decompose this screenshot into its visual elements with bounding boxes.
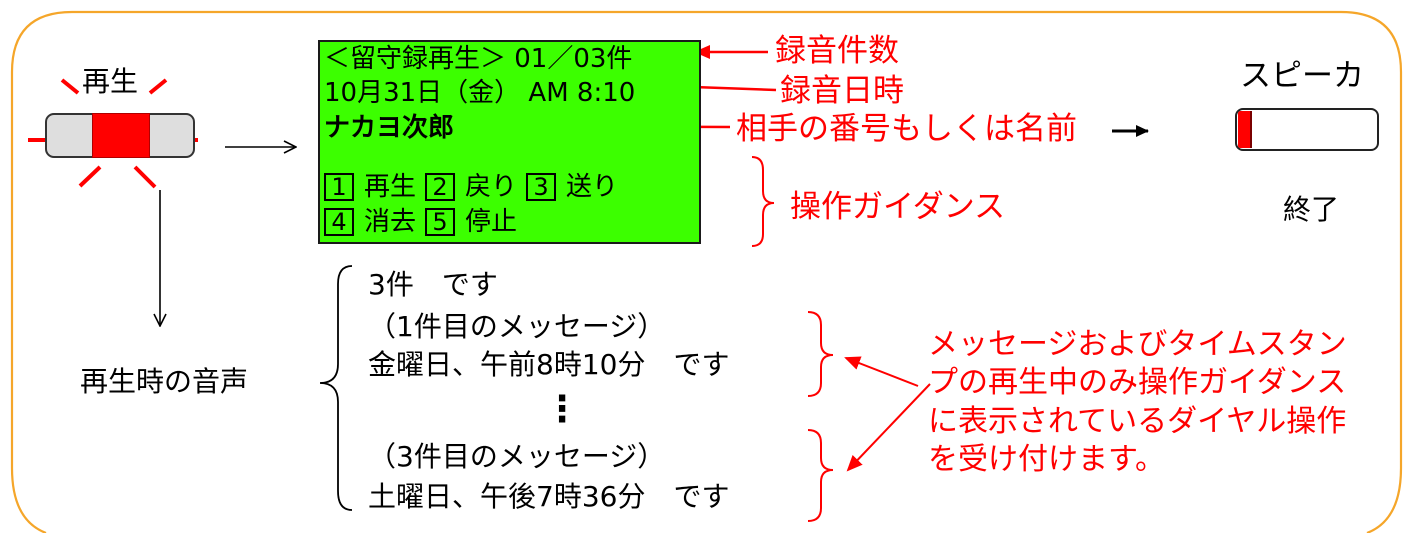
annotation-datetime: 録音日時 (780, 73, 904, 109)
lcd-guidance-row-1: 1 再生 2 戻り 3 送り (324, 173, 627, 201)
announcement-ellipsis: ⋮ (544, 389, 580, 430)
lcd-key-label: 再生 (364, 172, 417, 202)
note-line: メッセージおよびタイムスタン (928, 327, 1347, 362)
lcd-key-label: 停止 (465, 207, 518, 237)
brace-announcement (319, 265, 353, 511)
note-line: に表示されているダイヤル操作 (928, 404, 1347, 439)
flash-ray-bottom-right (133, 165, 157, 189)
speaker-label: スピーカ (1240, 58, 1364, 94)
outer-frame (10, 10, 1403, 533)
play-button (45, 113, 195, 158)
voice-label: 再生時の音声 (80, 365, 249, 398)
lcd-line-count: ＜留守録再生＞ 01／03件 (324, 44, 633, 74)
announcement-line: （1件目のメッセージ） (368, 310, 666, 343)
speaker-status: 終了 (1283, 193, 1340, 226)
lcd-key: 5 (425, 208, 456, 236)
lcd-key: 4 (324, 208, 354, 236)
lcd-guidance-row-2: 4 消去 5 停止 (324, 208, 526, 236)
announcement-line: 土曜日、午後7時36分 です (368, 480, 730, 513)
brace-message-1 (807, 311, 834, 397)
lcd-key: 3 (526, 173, 557, 201)
lcd-key-label: 送り (566, 172, 619, 202)
brace-message-3 (807, 429, 834, 522)
speaker-icon (1235, 108, 1379, 151)
lcd-key: 2 (425, 173, 456, 201)
brace-guidance (751, 156, 775, 247)
annotation-caller: 相手の番号もしくは名前 (736, 111, 1077, 147)
arrow-note-to-message-1 (844, 356, 919, 387)
annotation-guidance: 操作ガイダンス (790, 189, 1006, 225)
announcement-line: （3件目のメッセージ） (368, 440, 666, 473)
lcd-line-datetime: 10月31日（金） AM 8:10 (324, 78, 636, 108)
lcd-line-caller: ナカヨ次郎 (324, 113, 455, 143)
note-line: を受け付けます。 (928, 442, 1165, 477)
flash-ray-top-left (60, 78, 80, 95)
play-button-label: 再生 (82, 65, 139, 98)
arrow-note-to-message-3 (846, 383, 931, 472)
flash-ray-bottom-left (78, 165, 102, 188)
note-line: プの再生中のみ操作ガイダンス (928, 365, 1347, 400)
speaker-indicator (1238, 111, 1252, 148)
lcd-key-label: 消去 (364, 207, 417, 237)
lcd-key-label: 戻り (465, 172, 518, 202)
lcd-screen: ＜留守録再生＞ 01／03件 10月31日（金） AM 8:10 ナカヨ次郎 1… (318, 40, 701, 244)
announcement-line: 3件 です (368, 268, 498, 301)
flash-ray-top-right (148, 78, 168, 95)
announcement-line: 金曜日、午前8時10分 です (368, 348, 730, 381)
lcd-key: 1 (324, 173, 354, 201)
annotation-count: 録音件数 (775, 33, 899, 69)
play-led-icon (92, 113, 150, 158)
